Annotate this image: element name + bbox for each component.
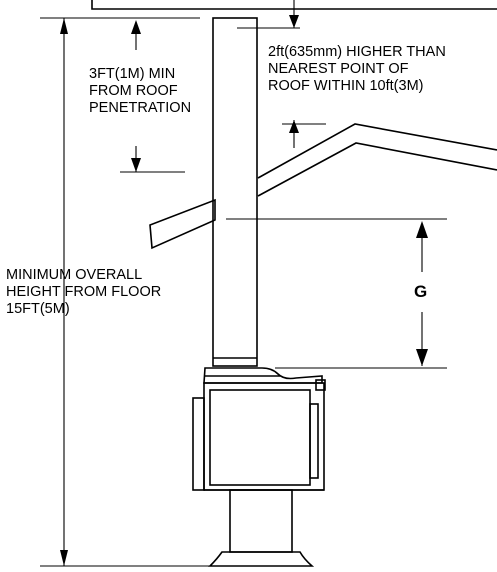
roof-clearance-dimension <box>116 17 185 173</box>
overall-height-label: MINIMUM OVERALL HEIGHT FROM FLOOR 15FT(5… <box>6 267 162 317</box>
height-above-roof-dimension <box>237 0 326 148</box>
g-dimension <box>226 218 447 369</box>
overall-height-dimension <box>40 17 220 567</box>
top-reference-frame <box>91 0 497 10</box>
chimney-pipe <box>212 17 258 367</box>
stove <box>192 367 326 567</box>
height-above-roof-label: 2ft(635mm) HIGHER THAN NEAREST POINT OF … <box>268 44 446 94</box>
roof <box>149 123 497 250</box>
roof-clearance-label: 3FT(1M) MIN FROM ROOF PENETRATION <box>89 66 192 116</box>
dimension-g-label: G <box>414 282 428 301</box>
